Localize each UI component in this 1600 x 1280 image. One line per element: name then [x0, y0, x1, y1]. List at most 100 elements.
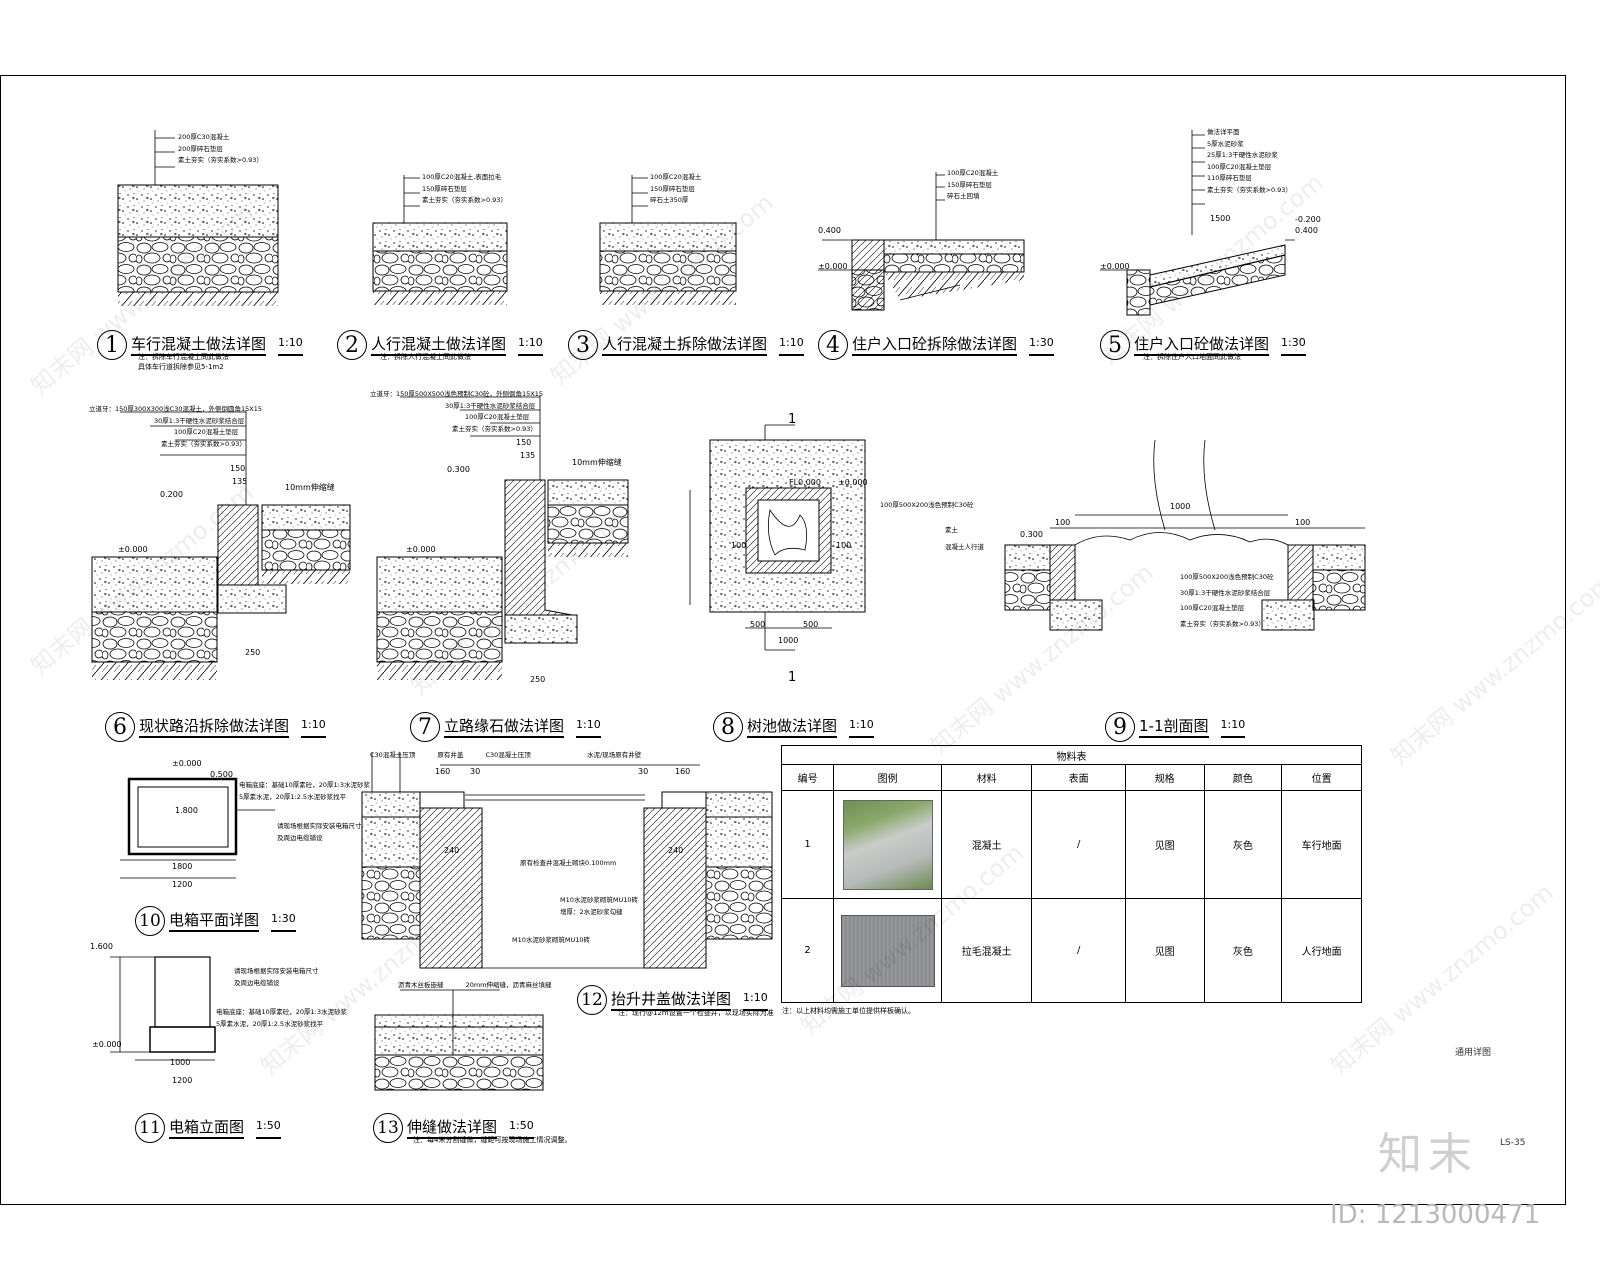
dim-text: 100 — [1295, 518, 1311, 527]
dim-text: 500 — [803, 620, 819, 629]
detail-3-callouts: 100厚C20混凝土 150厚碎石垫层 碎石土350厚 — [650, 172, 701, 207]
detail-9-callouts: 100厚500X200浅色预制C30砼 30厚1:3干硬性水泥砂浆结合层 100… — [1180, 572, 1273, 630]
detail-10-plan — [120, 777, 275, 879]
table-cell — [833, 790, 942, 899]
detail-number: 6 — [105, 712, 135, 742]
dim-text: ±0.000 — [92, 1040, 122, 1049]
callout-text: C30混凝土压顶 — [370, 751, 416, 759]
callout-text: 150厚碎石垫层 — [650, 184, 695, 193]
sheet-label: 通用详图 — [1455, 1048, 1492, 1058]
detail-10-callouts: 电箱底座：基础10厚素砼，20厚1:3水泥砂浆 5厚素水泥，20厚1:2.5水泥… — [239, 780, 370, 844]
dim-text: 1.800 — [175, 806, 198, 815]
callout-text: 100厚C20混凝土 — [947, 169, 999, 177]
detail-scale: 1:30 — [271, 910, 296, 932]
detail-title: 住户入口砼做法详图 — [1134, 335, 1270, 356]
dim-text: 250 — [245, 648, 261, 657]
callout-text: 素土 — [945, 525, 958, 534]
table-cell: 灰色 — [1203, 898, 1283, 1003]
callout-text: 素土夯实（夯实系数>0.93） — [452, 424, 537, 433]
detail-1-section — [117, 130, 279, 306]
brand-logo: 知末 — [1378, 1129, 1478, 1180]
section-mark: 1 — [788, 412, 797, 427]
callout-text: 5厚水泥砂浆 — [1207, 139, 1244, 148]
detail-11-callouts: 请现场根据实际安装电箱尺寸 及周边电缆铺设 电箱底座：基础10厚素砼，20厚1:… — [216, 966, 347, 1030]
callout-text: 素土夯实（夯实系数>0.93） — [422, 196, 507, 204]
dim-text: 0.300 — [1020, 530, 1043, 539]
dim-text: 0.400 — [818, 226, 841, 235]
table-row: 1 混凝土 / 见图 灰色 车行地面 — [780, 790, 1362, 899]
table-header: 位置 — [1281, 764, 1362, 791]
detail-2-label: 2 人行混凝土做法详图 1:10 — [337, 330, 543, 360]
dim-text: 100 — [836, 541, 852, 550]
callout-text: M10水泥砂浆砌筑MU10砖 — [560, 896, 639, 904]
detail-scale: 1:10 — [849, 716, 874, 738]
dim-text: 1000 — [1170, 502, 1191, 511]
dim-text: -0.200 — [1295, 215, 1321, 224]
detail-2-callouts: 100厚C20混凝土,表面拉毛 150厚碎石垫层 素土夯实（夯实系数>0.93） — [422, 172, 507, 207]
detail-3-section — [599, 175, 737, 305]
detail-title: 电箱立面图 — [169, 1118, 245, 1139]
detail-4-section — [818, 172, 1025, 311]
detail-number: 13 — [373, 1113, 403, 1143]
callout-text: 100厚C20混凝土,表面拉毛 — [422, 173, 502, 181]
detail-scale: 1:10 — [278, 334, 303, 356]
detail-13-callouts: 沥青木丝板嵌缝 20mm伸缩缝，沥青麻丝填缝 — [398, 980, 552, 992]
dim-text: 10mm伸缩缝 — [572, 458, 622, 467]
detail-scale: 1:10 — [779, 334, 804, 356]
callout-text: 电箱底座：基础10厚素砼，20厚1:3水泥砂浆 — [216, 1008, 348, 1016]
dim-text: 135 — [232, 477, 248, 486]
callout-text: C30混凝土压顶 — [485, 751, 531, 759]
dim-text: ±0.000 — [172, 759, 202, 768]
detail-scale: 1:30 — [1281, 334, 1306, 356]
section-mark: 1 — [788, 670, 797, 685]
detail-number: 4 — [818, 330, 848, 360]
table-row: 2 拉毛混凝土 / 见图 灰色 人行地面 — [780, 898, 1362, 1003]
detail-scale: 1:10 — [576, 716, 601, 738]
callout-text: 请现场根据实际安装电箱尺寸 — [277, 822, 362, 830]
detail-title: 住户入口砼拆除做法详图 — [852, 335, 1018, 356]
detail-12-callout-block: 原有检查井混凝土砌块0.100mm — [520, 859, 617, 867]
table-cell: 拉毛混凝土 — [940, 898, 1033, 1003]
detail-8-label: 8 树池做法详图 1:10 — [713, 712, 874, 742]
callout-text: 200厚C30混凝土 — [178, 133, 230, 141]
table-cell: 见图 — [1124, 898, 1205, 1003]
table-cell: / — [1031, 790, 1126, 899]
callout-text: 沥青木丝板嵌缝 — [398, 981, 444, 989]
detail-scale: 1:10 — [518, 334, 543, 356]
table-cell: / — [1031, 898, 1126, 1003]
detail-scale: 1:10 — [301, 716, 326, 738]
detail-7-callouts: 立道牙：150厚500X500浅色预制C30砼，外侧倒角15X15 30厚1:3… — [370, 389, 543, 435]
callout-text: 素土夯实（夯实系数>0.93） — [1207, 185, 1292, 194]
callout-text: 立道牙：150厚500X500浅色预制C30砼，外侧倒角15X15 — [370, 390, 543, 398]
dim-text: ±0.000 — [406, 545, 436, 554]
callout-text: 做法详平面 — [1207, 128, 1240, 136]
detail-13-label: 13 伸缝做法详图 1:50 — [373, 1113, 534, 1143]
dim-text: 30 — [470, 767, 481, 776]
materials-note: 注：以上材料均需施工单位提供样板确认。 — [782, 1007, 915, 1015]
detail-12-note: 注：现行@12m设置一个检查井，以现场实际为准 — [618, 1009, 774, 1017]
detail-3-label: 3 人行混凝土拆除做法详图 1:10 — [568, 330, 804, 360]
detail-scale: 1:50 — [509, 1117, 534, 1139]
callout-text: 5厚素水泥，20厚1:2.5水泥砂浆找平 — [239, 792, 347, 801]
detail-title: 人行混凝土做法详图 — [371, 335, 507, 356]
callout-text: 立道牙：150厚300X300浅C30混凝土，外侧倒圆角15X15 — [89, 405, 262, 413]
dim-text: 1000 — [170, 1058, 191, 1067]
dim-text: ±0.000 — [1100, 262, 1130, 271]
detail-6-label: 6 现状路沿拆除做法详图 1:10 — [105, 712, 326, 742]
detail-13-section — [374, 989, 544, 1091]
detail-title: 人行混凝土拆除做法详图 — [602, 335, 768, 356]
callout-text: 200厚碎石垫层 — [178, 144, 223, 153]
detail-scale: 1:30 — [1029, 334, 1054, 356]
callout-text: 100厚C20混凝土垫层 — [465, 413, 530, 421]
detail-13-note: 注：每4米分割缝做，缝距可按现场施工情况调整。 — [413, 1136, 572, 1144]
table-header: 颜色 — [1203, 764, 1283, 791]
callout-text: 30厚1:3干硬性水泥砂浆结合层 — [445, 401, 536, 410]
dim-text: 10mm伸缩缝 — [285, 483, 335, 492]
callout-text: 素土夯实（夯实系数>0.93） — [161, 439, 246, 448]
detail-12-callout-wall: 水泥/现场原有井壁 — [587, 751, 642, 759]
callout-text: 增厚：2水泥砂浆勾缝 — [560, 907, 623, 916]
detail-number: 3 — [568, 330, 598, 360]
dim-text: 1200 — [172, 880, 193, 889]
concrete-road-photo — [842, 799, 933, 890]
detail-title: 车行混凝土做法详图 — [131, 335, 267, 356]
